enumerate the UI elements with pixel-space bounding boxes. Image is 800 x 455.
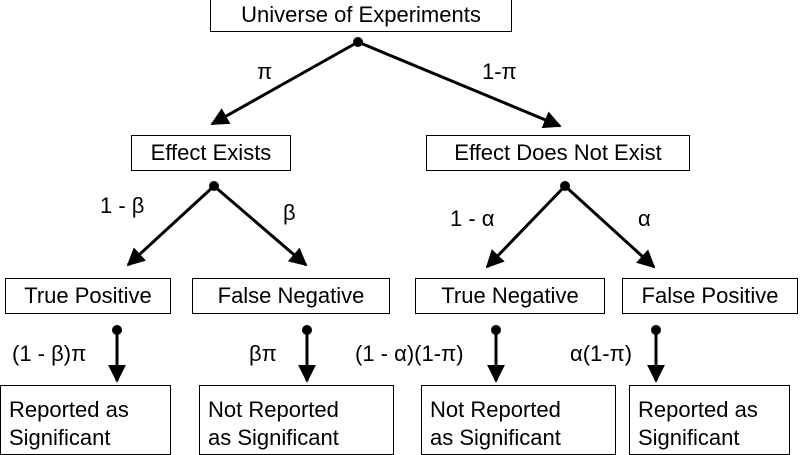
node-dot-effect-exists bbox=[209, 181, 219, 191]
outcome-tp-box: Reported as Significant bbox=[0, 385, 171, 455]
node-dot-tp bbox=[112, 325, 122, 335]
edge-not-exist-to-true-negative bbox=[485, 184, 567, 269]
false-positive-box: False Positive bbox=[622, 278, 798, 314]
outcome-tn-line2: as Significant bbox=[430, 425, 561, 450]
outcome-tp-line1: Reported as bbox=[9, 397, 129, 422]
effect-not-exist-box: Effect Does Not Exist bbox=[426, 135, 690, 171]
edge-not-exist-to-false-positive bbox=[563, 184, 656, 269]
root-label: Universe of Experiments bbox=[241, 2, 481, 27]
outcome-fn-box: Not Reported as Significant bbox=[199, 385, 394, 455]
node-dot-root bbox=[353, 37, 363, 47]
effect-exists-box: Effect Exists bbox=[131, 135, 291, 171]
edge-exists-to-false-negative bbox=[213, 184, 308, 267]
outcome-fn-line2: as Significant bbox=[208, 425, 339, 450]
edge-root-to-effect-exists bbox=[210, 40, 359, 126]
outcome-fp-box: Reported as Significant bbox=[629, 385, 790, 455]
edge-label-alpha: α bbox=[638, 206, 651, 231]
node-dot-effect-not-exist bbox=[560, 181, 570, 191]
prob-label-fn: βπ bbox=[249, 341, 277, 366]
outcome-fp-line2: Significant bbox=[638, 425, 740, 450]
root-box: Universe of Experiments bbox=[210, 0, 512, 32]
outcome-tn-line1: Not Reported bbox=[430, 397, 561, 422]
false-negative-label: False Negative bbox=[217, 283, 365, 308]
false-negative-box: False Negative bbox=[192, 278, 390, 314]
prob-label-fp: α(1-π) bbox=[570, 341, 633, 366]
effect-not-exist-label: Effect Does Not Exist bbox=[454, 140, 662, 165]
node-dot-fn bbox=[302, 325, 312, 335]
false-positive-label: False Positive bbox=[641, 283, 779, 308]
outcome-tn-box: Not Reported as Significant bbox=[421, 385, 616, 455]
prob-label-tn: (1 - α)(1-π) bbox=[355, 341, 464, 366]
outcome-fp-line1: Reported as bbox=[638, 397, 758, 422]
effect-exists-label: Effect Exists bbox=[150, 140, 272, 165]
node-dot-fp bbox=[651, 325, 661, 335]
true-negative-label: True Negative bbox=[441, 283, 579, 308]
edge-label-one-minus-beta: 1 - β bbox=[100, 193, 145, 218]
edge-exists-to-true-positive bbox=[126, 184, 216, 267]
prob-label-tp: (1 - β)π bbox=[12, 341, 87, 366]
outcome-tp-line2: Significant bbox=[9, 425, 111, 450]
edge-label-pi: π bbox=[257, 59, 273, 84]
node-dot-tn bbox=[491, 325, 501, 335]
outcome-fn-line1: Not Reported bbox=[208, 397, 339, 422]
true-negative-box: True Negative bbox=[415, 278, 605, 314]
edge-label-beta: β bbox=[283, 200, 296, 225]
edge-label-one-minus-alpha: 1 - α bbox=[450, 206, 495, 231]
edge-root-to-effect-not-exist bbox=[357, 40, 562, 129]
true-positive-box: True Positive bbox=[5, 278, 171, 314]
true-positive-label: True Positive bbox=[24, 283, 152, 308]
edge-label-one-minus-pi: 1-π bbox=[482, 59, 517, 84]
